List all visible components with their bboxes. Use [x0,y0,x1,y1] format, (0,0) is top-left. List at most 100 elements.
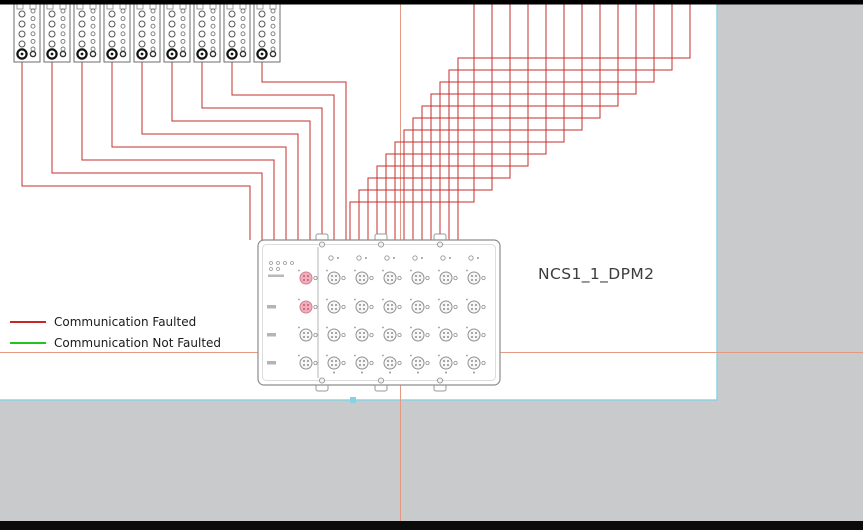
shape-circle [365,257,367,259]
module-terminal [228,30,236,38]
module-terminal [240,31,246,37]
device-port[interactable] [410,298,430,314]
device-port[interactable] [466,269,486,285]
device-port[interactable] [410,354,430,370]
shape-circle [471,336,473,338]
io-module[interactable] [13,0,41,63]
module-terminal [150,31,156,37]
dpm-device[interactable] [257,233,501,392]
device-port[interactable] [382,269,402,285]
shape-circle [303,279,305,281]
device-port[interactable] [354,354,374,370]
shape-circle [341,360,346,366]
device-port-faulted[interactable] [298,269,318,285]
device-port[interactable] [354,298,374,314]
screw [436,377,444,384]
shape-circle [475,360,477,362]
device-port[interactable] [466,326,486,342]
shape-circle [331,364,333,366]
module-terminal [258,30,266,38]
page-handle[interactable] [350,397,356,403]
shape-circle [354,354,356,357]
module-terminal [138,40,146,48]
faulted-wire [81,58,275,240]
device-port[interactable] [354,326,374,342]
device-port[interactable] [326,326,346,342]
module-terminal [228,20,236,28]
device-port[interactable] [298,354,318,370]
device-port[interactable] [326,354,346,370]
module-terminal [78,20,86,28]
shape-circle [89,50,97,58]
faulted-wires [21,4,691,240]
device-port[interactable] [326,298,346,314]
device-port[interactable] [298,326,318,342]
io-module[interactable] [163,0,191,63]
shape-circle [410,326,412,329]
shape-circle [382,298,384,301]
shape-circle [411,328,425,342]
shape-circle [355,271,369,285]
io-module[interactable] [103,0,131,63]
device-port[interactable] [354,269,374,285]
io-module[interactable] [133,0,161,63]
shape-circle [475,275,477,277]
shape-circle [341,275,346,281]
shape-circle [415,275,417,277]
shape-circle [363,364,365,366]
bottom-edge-bar [0,521,863,530]
shape-circle [384,255,390,261]
shape-circle [387,275,389,277]
io-module[interactable] [73,0,101,63]
shape-circle [299,271,313,285]
shape-circle [443,308,445,310]
device-body [257,239,501,386]
module-terminal [60,38,66,44]
io-module[interactable] [223,0,251,63]
io-module[interactable] [193,0,221,63]
faulted-wire [201,58,323,240]
device-port[interactable] [382,326,402,342]
shape-circle [326,326,328,329]
device-port[interactable] [438,269,458,285]
io-module[interactable] [43,0,71,63]
device-port[interactable] [466,354,486,370]
shape-circle [363,275,365,277]
device-port[interactable] [382,298,402,314]
shape-circle [307,332,309,334]
shape-circle [335,336,337,338]
shape-circle [419,332,421,334]
device-port[interactable] [438,298,458,314]
shape-circle [391,275,393,277]
status-led [290,261,294,265]
device-port[interactable] [410,326,430,342]
shape-circle [389,371,391,374]
module-terminal [150,16,156,22]
module-terminal [78,30,86,38]
module-comm-port [136,48,148,60]
shape-circle [425,304,430,310]
module-terminal [60,31,66,37]
shape-circle [359,279,361,281]
module-terminal [48,40,56,48]
shape-circle [475,308,477,310]
module-terminal [258,10,266,18]
shape-circle [341,332,346,338]
module-comm-port [226,48,238,60]
module-terminal [48,20,56,28]
device-port[interactable] [382,354,402,370]
device-port-faulted[interactable] [298,298,318,314]
shape-circle [475,332,477,334]
device-port[interactable] [326,269,346,285]
module-terminal [60,16,66,22]
device-port[interactable] [410,269,430,285]
io-module[interactable] [253,0,281,63]
shape-circle [119,50,127,58]
legend-item-faulted: Communication Faulted [10,311,221,332]
shape-rect [268,274,284,277]
device-port[interactable] [438,326,458,342]
shape-circle [447,308,449,310]
device-port[interactable] [438,354,458,370]
device-port[interactable] [466,298,486,314]
